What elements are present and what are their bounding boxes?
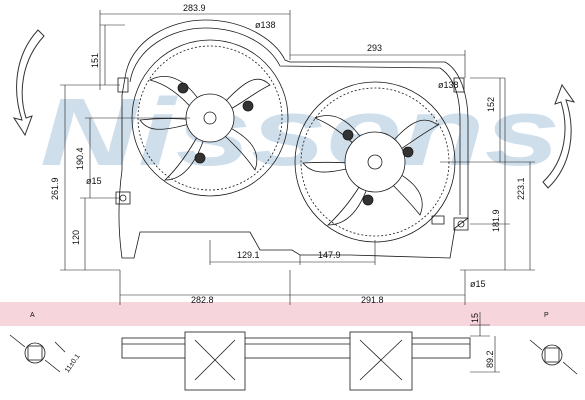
side-shroud <box>121 337 471 359</box>
dim-bottom-left: 282.8 <box>191 295 214 305</box>
right-fan-blade <box>326 161 376 226</box>
dim-left-hub-height: 190.4 <box>75 147 85 170</box>
right-connector <box>529 339 578 375</box>
left-fan-blade <box>163 117 211 181</box>
dimension-lines <box>60 10 535 373</box>
dim-top-left-width: 283.9 <box>183 3 206 13</box>
rotation-arrow-left-icon <box>12 29 45 137</box>
right-motor-detail <box>359 339 403 381</box>
right-fan <box>294 81 456 243</box>
front-view <box>115 19 469 259</box>
right-motor-side <box>349 331 413 391</box>
shroud-inner <box>129 27 461 215</box>
left-fan-blade <box>209 78 271 119</box>
right-fan-motor <box>344 131 406 193</box>
dim-top-right-width: 293 <box>367 43 382 53</box>
mount-bracket <box>453 217 469 231</box>
right-connector-label: P <box>544 312 549 319</box>
left-fan-blade <box>148 76 211 119</box>
dim-left-total-height: 261.9 <box>50 177 60 200</box>
side-view <box>121 331 471 391</box>
dim-mid-right: 147.9 <box>318 250 341 260</box>
dim-right-fan-dia: ø138 <box>438 80 459 90</box>
dim-mid-left: 129.1 <box>237 250 260 260</box>
left-mount-bolt <box>194 152 206 164</box>
right-mount-bolt <box>362 194 374 206</box>
left-connector-dim: 11±0.1 <box>64 353 82 374</box>
section-band <box>0 302 585 326</box>
left-mount-bolt <box>177 82 189 94</box>
dim-left-upper-height: 151 <box>90 53 100 68</box>
mount-hole <box>119 194 127 202</box>
dim-left-fan-dia: ø138 <box>255 20 276 30</box>
left-mount-bolt <box>242 100 254 112</box>
dim-left-lower-height: 120 <box>71 230 81 245</box>
right-fan-hub <box>367 154 383 170</box>
dim-right-lower-height: 181.9 <box>491 209 501 232</box>
dim-bottom-right: 291.8 <box>361 295 384 305</box>
rotation-arrow-right-icon <box>542 83 576 189</box>
left-motor-side <box>184 331 246 391</box>
left-fan-blade <box>139 117 211 130</box>
brand-watermark: Nissens <box>40 79 560 186</box>
left-motor-detail <box>194 339 236 381</box>
left-fan-hub <box>203 111 217 125</box>
dim-left-hole-dia: ø15 <box>86 176 102 186</box>
left-connector <box>9 334 66 373</box>
right-mount-bolt <box>402 146 414 158</box>
mount-bracket <box>453 77 465 93</box>
mount-hole <box>457 220 465 228</box>
dim-side-depth-small: 15 <box>470 313 480 323</box>
left-fan-motor <box>185 93 235 143</box>
connector-plug <box>431 215 445 225</box>
dim-right-upper-height: 152 <box>486 97 496 112</box>
dim-right-total-height: 223.1 <box>516 177 526 200</box>
dim-right-hole-dia: ø15 <box>470 279 486 289</box>
right-mount-bolt <box>342 129 354 141</box>
dim-side-depth-total: 89.2 <box>485 350 495 368</box>
left-fan-blade <box>208 117 258 171</box>
left-connector-label: A <box>30 312 35 319</box>
